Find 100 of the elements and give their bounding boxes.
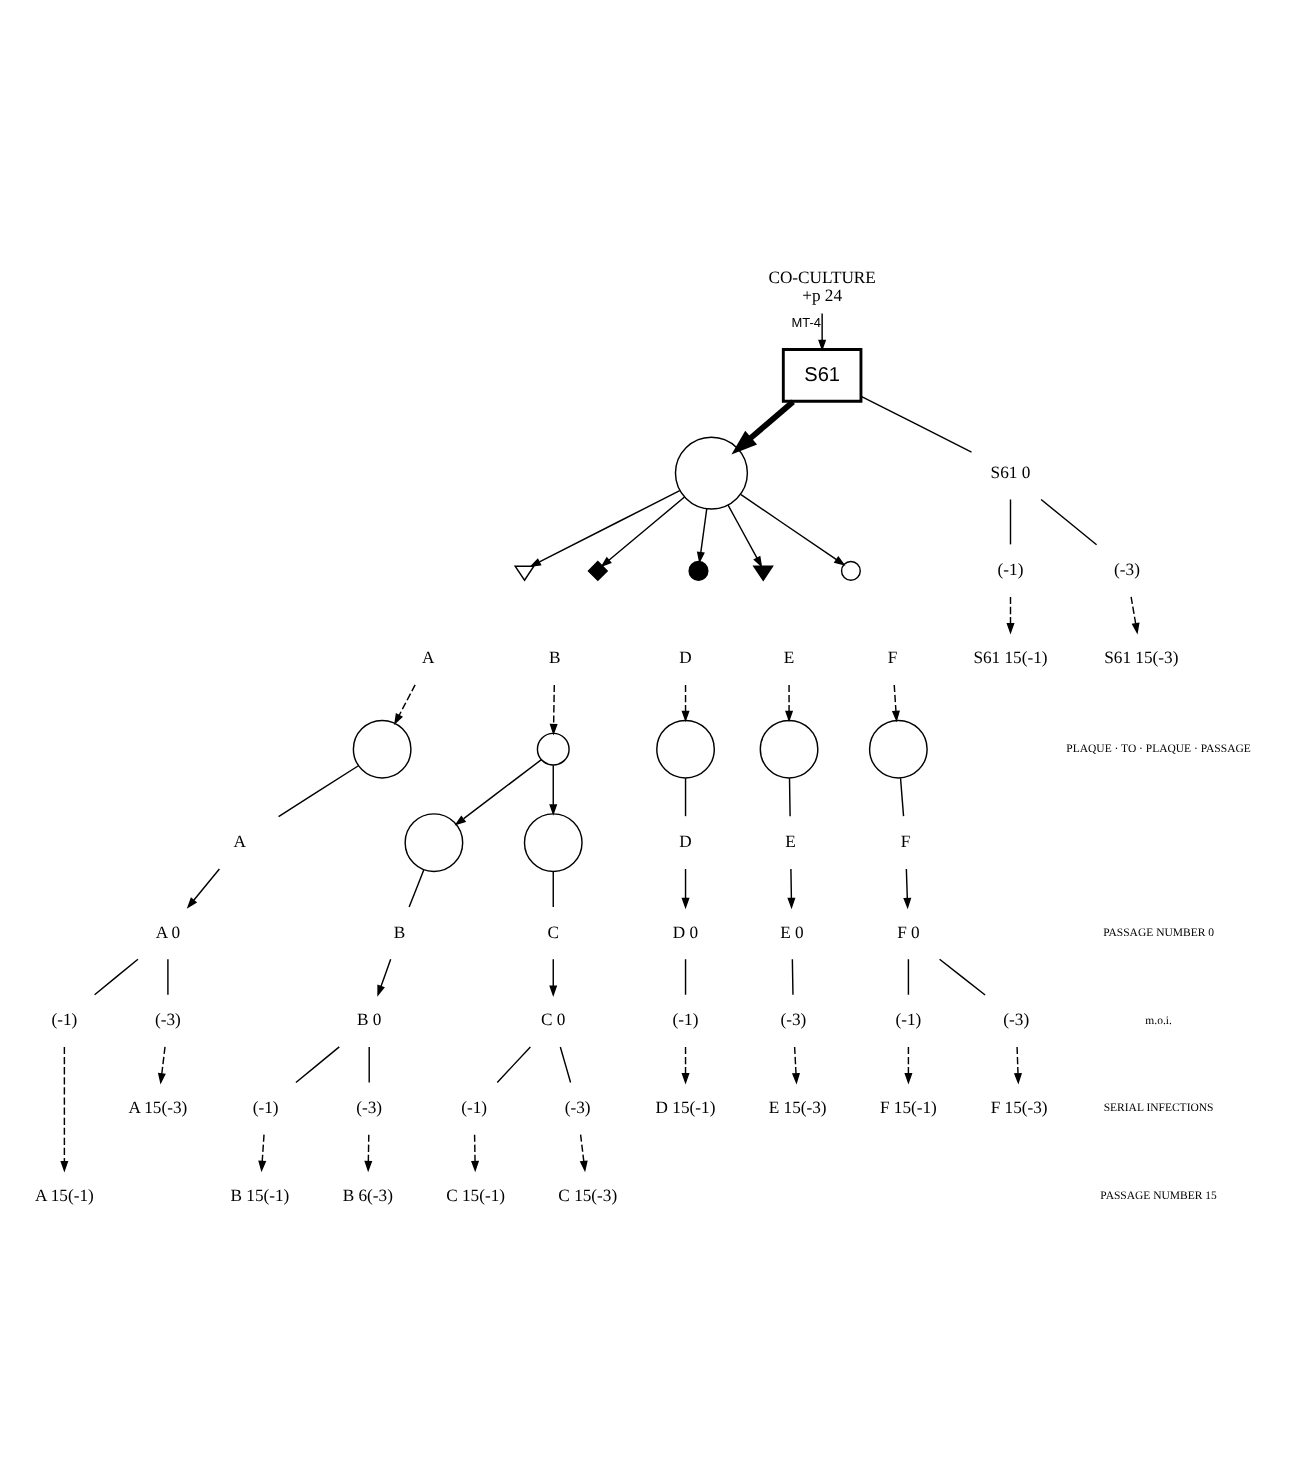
arrow (157, 1046, 166, 1085)
node-box: S61 (781, 348, 863, 403)
node-triangle (752, 565, 774, 582)
node-circle (868, 719, 928, 779)
arrow (727, 504, 763, 568)
node-text: D 0 (672, 921, 699, 942)
node-circle (759, 719, 819, 779)
connector (559, 1046, 572, 1084)
connector (860, 395, 973, 453)
connector (93, 958, 139, 996)
arrow (818, 312, 827, 352)
node-text: (-3) (1003, 1009, 1030, 1030)
node-text: E 0 (780, 921, 804, 942)
connector (295, 1046, 340, 1084)
arrow (471, 1133, 480, 1173)
node-text: B (393, 921, 406, 942)
node-text: F 15(-3) (990, 1097, 1048, 1118)
node-text: F 0 (897, 921, 920, 942)
arrow (891, 684, 900, 723)
node-text: A 15(-3) (128, 1097, 188, 1118)
arrow (1130, 596, 1140, 635)
node-circle (840, 560, 861, 581)
node-text: (-3) (1114, 559, 1140, 580)
node-text: C 15(-3) (558, 1184, 618, 1205)
node-diamond (587, 560, 609, 582)
connector (496, 1046, 532, 1084)
node-circle (656, 719, 715, 779)
arrow (1006, 596, 1015, 635)
arrow (731, 399, 795, 455)
node-text: C (547, 921, 560, 942)
node-text: (-1) (252, 1097, 279, 1118)
node-triangle (513, 565, 536, 582)
node-text: F 15(-1) (879, 1097, 937, 1118)
connector (684, 777, 687, 817)
arrow (60, 1046, 69, 1173)
node-text: E (785, 831, 796, 852)
node-text: B (548, 647, 561, 668)
arrow (549, 684, 558, 736)
arrow (258, 1133, 267, 1173)
node-text: F (900, 831, 911, 852)
connector (277, 765, 359, 818)
node-circle (523, 813, 583, 873)
connector (167, 958, 169, 996)
connector (938, 958, 986, 996)
node-text: E 15(-3) (768, 1097, 827, 1118)
arrow (696, 508, 708, 564)
arrow (579, 1133, 588, 1173)
connector (1040, 498, 1098, 546)
arrow (549, 958, 558, 997)
arrow (681, 1046, 690, 1085)
node-text: (-3) (155, 1009, 181, 1030)
connector (552, 871, 554, 908)
arrow (681, 868, 690, 910)
node-text: (-1) (51, 1009, 78, 1030)
arrow (600, 496, 686, 568)
arrow (681, 684, 690, 723)
connector (1009, 498, 1012, 546)
node-text: A 0 (155, 921, 181, 942)
node-text: A (421, 647, 435, 668)
connector (788, 777, 791, 817)
node-text: (-3) (564, 1097, 591, 1118)
node-text: D (679, 831, 692, 852)
arrow (549, 764, 558, 816)
node-text: B 0 (357, 1009, 382, 1030)
arrow (394, 684, 416, 726)
arrow (903, 868, 912, 910)
node-circle (688, 560, 709, 581)
node-text: D 15(-1) (655, 1097, 716, 1118)
node-text: B 15(-1) (230, 1184, 290, 1205)
node-text: B 6(-3) (342, 1184, 393, 1205)
node-text: (-1) (997, 559, 1024, 580)
arrow (529, 489, 681, 567)
node-circle (674, 436, 749, 510)
node-circle (352, 719, 412, 779)
node-text: (-1) (461, 1097, 488, 1118)
connector (907, 958, 910, 996)
node-text: (-3) (780, 1009, 807, 1030)
arrow (454, 758, 543, 826)
node-text: S61 0 (990, 461, 1031, 482)
connector (368, 1046, 370, 1084)
arrow (740, 493, 846, 566)
node-text: A (233, 831, 247, 852)
node-text: D (679, 647, 692, 668)
node-text: (-1) (672, 1009, 699, 1030)
connector (899, 777, 905, 817)
node-circle (404, 813, 464, 873)
arrow (904, 1046, 913, 1085)
node-text: A 15(-1) (34, 1184, 94, 1205)
node-text: C 0 (541, 1009, 566, 1030)
node-text: F (887, 647, 898, 668)
node-text: CO-CULTURE +p 24 (768, 266, 876, 306)
arrow (186, 868, 221, 909)
node-text: S61 15(-3) (1104, 647, 1179, 668)
connector (684, 958, 687, 996)
arrow (1013, 1046, 1022, 1085)
node-circle (536, 732, 570, 766)
connector (791, 958, 794, 996)
node-text: C 15(-1) (446, 1184, 506, 1205)
node-text: (-3) (356, 1097, 383, 1118)
node-text: S61 15(-1) (973, 647, 1048, 668)
